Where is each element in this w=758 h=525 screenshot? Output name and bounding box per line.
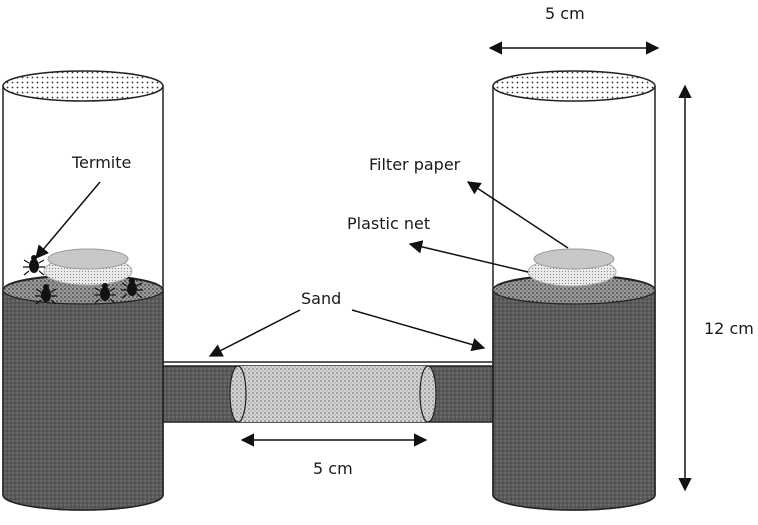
left-cylinder-top [2,70,164,102]
termite-icons [23,255,143,305]
sand-label: Sand [301,289,341,308]
sand-left-pointer-arrow [208,309,301,357]
sand-right-pointer-arrow [351,309,486,352]
tube-sand-section [238,366,428,422]
termite-label: Termite [71,153,131,172]
pointer-arrows [35,181,569,357]
left-filter-paper [47,248,129,270]
height-dimension-label: 12 cm [704,319,754,338]
right-cylinder [492,70,656,511]
termite-icon [35,284,57,305]
right-filter-paper [533,248,615,270]
filter-paper-pointer-arrow [466,181,569,249]
tube-length-dimension-label: 5 cm [313,459,353,478]
plastic-net-pointer-arrow [408,240,529,273]
dimension-arrows [240,41,692,492]
filter-paper-label: Filter paper [369,155,461,174]
termite-icon [23,255,45,276]
termite-pointer-arrow [35,181,101,260]
connecting-tube [162,361,494,423]
plastic-net-label: Plastic net [347,214,430,233]
termite-icon [94,283,116,304]
right-cylinder-top [492,70,656,102]
width-dimension-label: 5 cm [545,4,585,23]
termite-icon [121,278,143,299]
